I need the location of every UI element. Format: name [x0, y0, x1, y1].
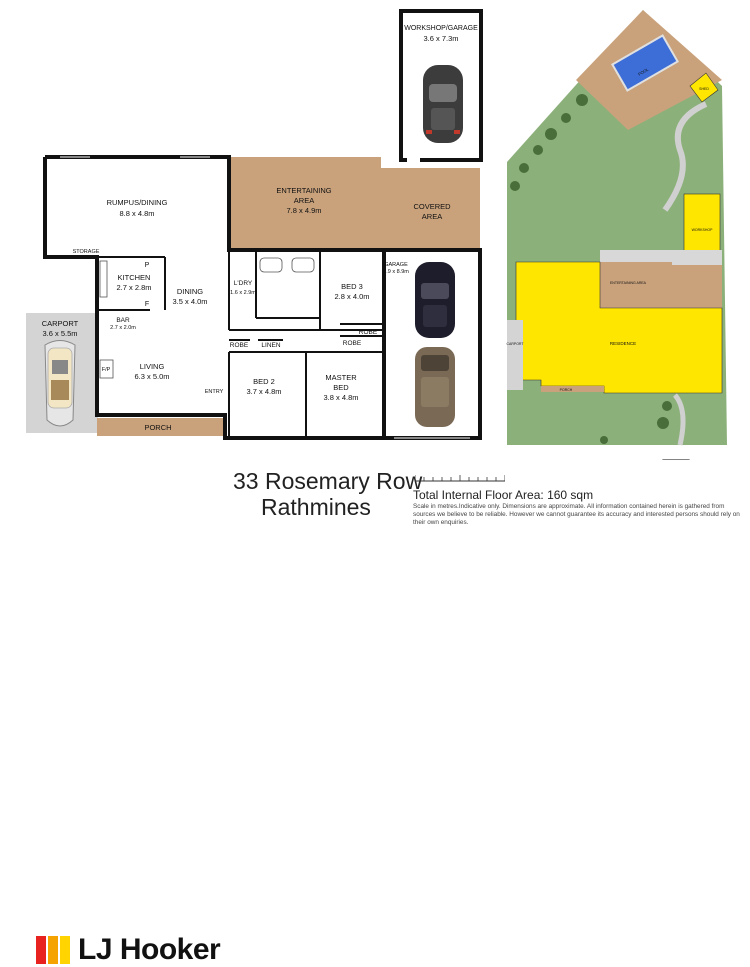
- rumpus-label: RUMPUS/DINING: [107, 198, 168, 207]
- bar-label: BAR: [116, 317, 130, 324]
- site-plan: POOL SHED WORKSHOP ENTERTAINING AREA RES…: [506, 10, 727, 460]
- bar-dims: 2.7 x 2.0m: [110, 325, 136, 331]
- workshop-garage-label: WORKSHOP/GARAGE: [404, 25, 478, 32]
- garage-car-dark-icon: [415, 262, 455, 338]
- workshop-label: WORKSHOP: [692, 228, 713, 232]
- rumpus-dims: 8.8 x 4.8m: [119, 209, 154, 218]
- total-floor-area: Total Internal Floor Area: 160 sqm: [413, 488, 594, 502]
- covered-deck: [381, 168, 480, 250]
- garage-car-brown-icon: [415, 347, 455, 427]
- pool-label: POOL: [637, 66, 650, 76]
- dining-label: DINING: [177, 287, 203, 296]
- brand-name: LJ Hooker: [78, 933, 221, 966]
- entertaining-deck: [229, 157, 381, 250]
- bathtub-icon: [259, 257, 283, 273]
- pantry-label: P: [145, 262, 150, 269]
- laundry-dims: 1.6 x 2.9m: [230, 290, 256, 296]
- carport-label: CARPORT: [42, 319, 79, 328]
- site-carport-label: CARPORT: [506, 342, 524, 346]
- laundry-label: L'DRY: [234, 280, 253, 287]
- car-icon: [423, 65, 463, 143]
- master-dims: 3.8 x 4.8m: [323, 393, 358, 402]
- pool: [611, 34, 679, 92]
- dining-dims: 3.5 x 4.0m: [172, 297, 207, 306]
- bed2-dims: 3.7 x 4.8m: [246, 387, 281, 396]
- property-address: 33 Rosemary Row Rathmines: [233, 468, 422, 520]
- master-label-2: BED: [333, 383, 349, 392]
- site-carport: [507, 320, 523, 390]
- residence: [515, 261, 723, 394]
- carport-dims: 3.6 x 5.5m: [42, 329, 77, 338]
- entry-label: ENTRY: [205, 389, 224, 395]
- boat-icon: [44, 340, 76, 427]
- entertaining-dims: 7.8 x 4.9m: [286, 206, 321, 215]
- robe-bed2-label: ROBE: [230, 342, 249, 349]
- workshop-garage-dims: 3.6 x 7.3m: [423, 34, 458, 43]
- kitchen-label: KITCHEN: [118, 273, 151, 282]
- covered-label-1: COVERED: [413, 202, 451, 211]
- master-label-1: MASTER: [325, 373, 357, 382]
- bed3-dims: 2.8 x 4.0m: [334, 292, 369, 301]
- garage-label: GARAGE: [384, 262, 408, 268]
- lj-hooker-mark-icon: [36, 936, 70, 964]
- shed-label: SHED: [699, 87, 709, 91]
- storage-label: STORAGE: [73, 249, 100, 255]
- porch-slab: [97, 418, 225, 436]
- floor-plan: WORKSHOP/GARAGE 3.6 x 7.3m ENTERTAINING …: [26, 9, 483, 440]
- covered-label-2: AREA: [422, 212, 442, 221]
- bed2-label: BED 2: [253, 377, 275, 386]
- living-dims: 6.3 x 5.0m: [134, 372, 169, 381]
- site-entertaining: [600, 262, 672, 308]
- garage-dims: 4.9 x 8.9m: [383, 269, 409, 275]
- shed: [689, 72, 719, 103]
- interior-walls: [97, 250, 384, 438]
- lj-hooker-logo: LJ Hooker: [36, 933, 221, 967]
- robe-bed3-label: ROBE: [359, 329, 378, 336]
- site-entertaining-label: ENTERTAINING AREA: [610, 281, 647, 285]
- residence-label: RESIDENCE: [610, 341, 636, 346]
- bath-vanity-icon: [291, 257, 315, 273]
- scale-bar: [415, 475, 505, 482]
- trees: [510, 94, 672, 444]
- disclaimer-text: Scale in metres.Indicative only. Dimensi…: [413, 503, 740, 526]
- address-line-1: 33 Rosemary Row: [233, 468, 423, 494]
- entertaining-label-1: ENTERTAINING: [276, 186, 331, 195]
- fireplace-label: F/P: [102, 367, 111, 373]
- site-covered-area: [672, 265, 722, 308]
- site-porch-label: PORCH: [560, 388, 573, 392]
- robe-master-label: ROBE: [343, 340, 362, 347]
- linen-label: LINEN: [261, 342, 280, 349]
- porch-label: PORCH: [144, 423, 171, 432]
- site-porch: [541, 386, 604, 392]
- bed3-label: BED 3: [341, 282, 363, 291]
- kitchen-dims: 2.7 x 2.8m: [116, 283, 151, 292]
- entertaining-label-2: AREA: [294, 196, 314, 205]
- fridge-label: F: [145, 301, 149, 308]
- living-label: LIVING: [140, 362, 165, 371]
- floor-plan-and-site-plan: WORKSHOP/GARAGE 3.6 x 7.3m ENTERTAINING …: [26, 9, 727, 460]
- address-line-2: Rathmines: [261, 494, 371, 520]
